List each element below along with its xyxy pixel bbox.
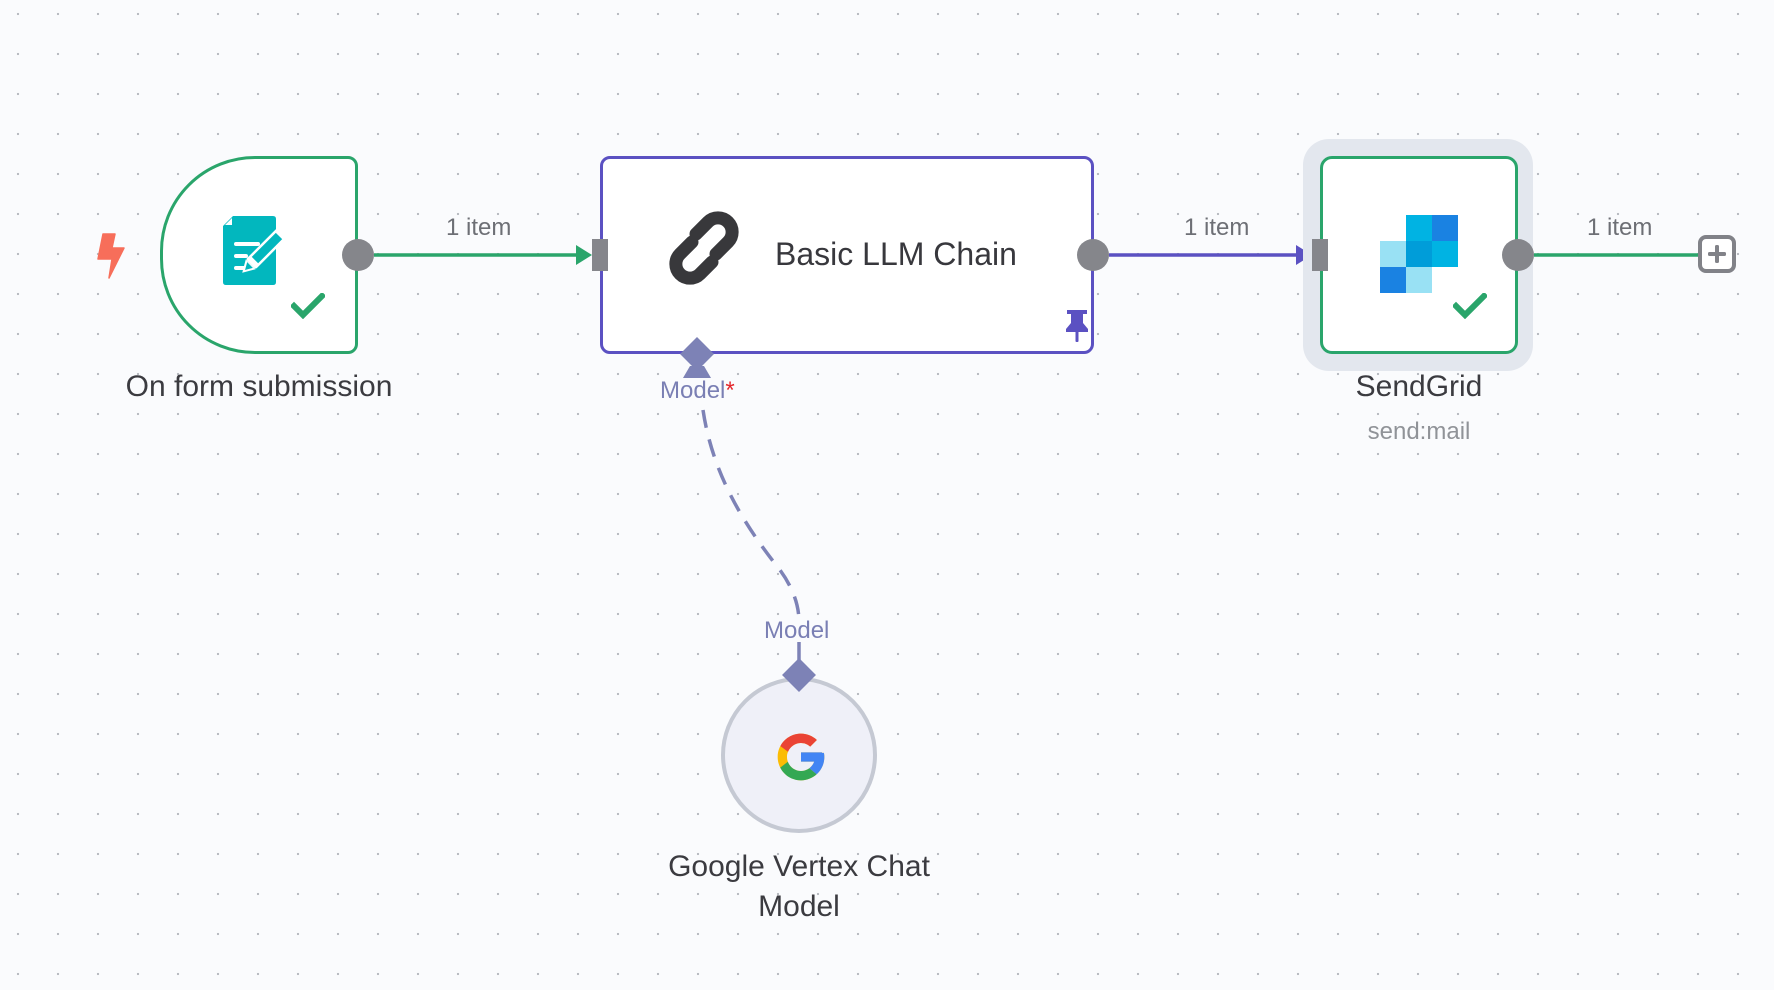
node-google-vertex-chat-model[interactable] [721,677,877,833]
node-label-sendgrid: SendGrid [1355,370,1483,403]
edge-model-to-chain[interactable] [701,409,801,623]
edge-label-form-to-chain: 1 item [446,214,512,241]
link-chain-icon [669,211,739,285]
chain-model-input-stem [683,366,711,378]
node-basic-llm-chain[interactable] [600,156,1094,354]
node-label-vertex-line2: Model [758,890,840,923]
lightning-bolt-icon [97,233,125,279]
chain-input-handle[interactable] [592,239,608,271]
add-node-button[interactable] [1698,235,1736,273]
edge-arrow-form-to-chain [576,245,592,265]
sendgrid-logo-icon [1380,215,1458,293]
chain-output-handle[interactable] [1077,239,1109,271]
chain-model-input-label: Model* [660,377,735,404]
form-output-handle[interactable] [342,239,374,271]
google-logo-icon [777,733,825,781]
node-title-llm-chain: Basic LLM Chain [775,236,1017,272]
success-check-icon [291,293,325,319]
form-edit-icon [223,216,286,285]
success-check-icon [1453,293,1487,319]
vertex-output-label: Model [764,617,830,644]
plus-icon [1708,245,1726,263]
node-sendgrid[interactable] [1320,156,1518,354]
sendgrid-input-handle[interactable] [1312,239,1328,271]
node-on-form-submission[interactable] [160,156,358,354]
required-marker: * [725,377,735,404]
node-label-form: On form submission [125,370,393,403]
node-label-vertex-line1: Google Vertex Chat [668,850,930,883]
sendgrid-output-handle[interactable] [1502,239,1534,271]
edge-label-chain-to-sendgrid: 1 item [1184,214,1250,241]
pin-icon[interactable] [1064,309,1090,343]
node-subtitle-sendgrid: send:mail [1367,418,1471,445]
edge-label-sendgrid-to-add: 1 item [1587,214,1653,241]
